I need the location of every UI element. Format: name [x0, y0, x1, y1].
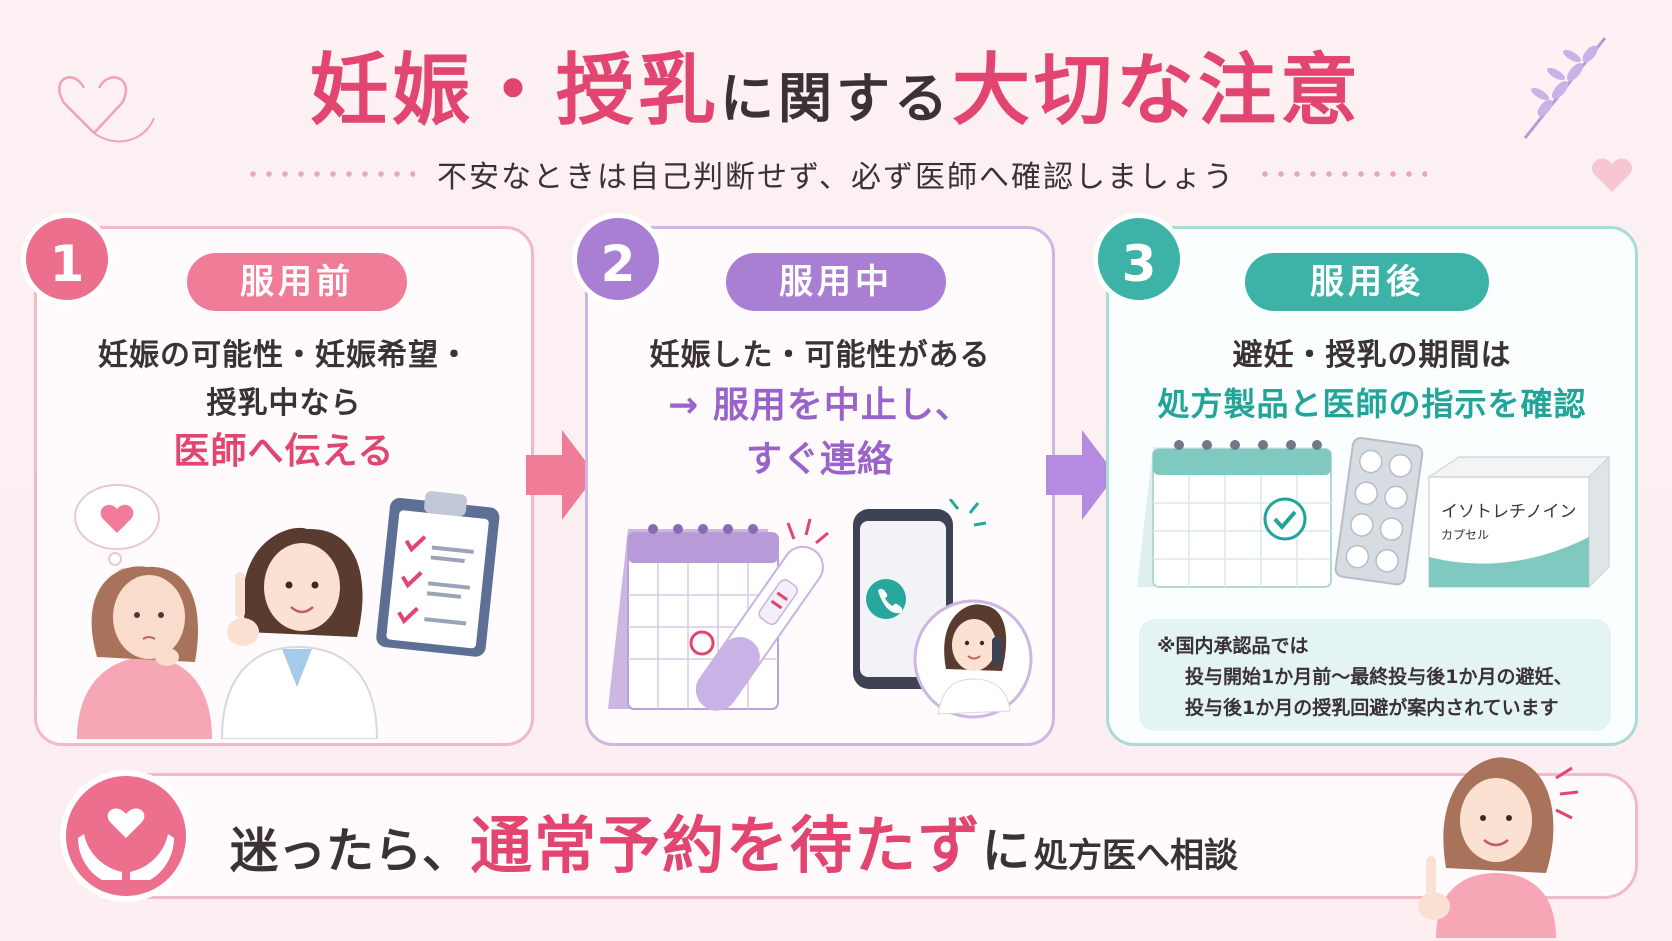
- consultation-illustration: [74, 484, 500, 739]
- pregnancy-illustration: [608, 499, 1033, 719]
- dots-divider: [245, 171, 416, 177]
- hands-heart-icon: [60, 770, 192, 902]
- banner-text-particle: に: [982, 823, 1031, 879]
- subtitle: 不安なときは自己判断せず、必ず医師へ確認しましょう: [437, 160, 1235, 195]
- arrow-right-icon: [526, 430, 596, 520]
- banner-text-tail: 処方医へ相談: [1034, 836, 1239, 876]
- step-text-line1: 避妊・授乳の期間は: [1232, 338, 1512, 373]
- note-line2: 投与開始1か月前〜最終投与後1か月の避妊、: [1185, 666, 1573, 688]
- medication-illustration: イソトレチノイン カプセル: [1137, 437, 1611, 589]
- step-highlight-line1: → 服用を中止し、: [668, 385, 972, 426]
- lavender-sprig-icon: [1523, 37, 1607, 139]
- banner-text-lead: 迷ったら、: [230, 823, 471, 879]
- step-number: 1: [21, 213, 113, 305]
- pill-blister-icon: [1334, 437, 1424, 586]
- step-number: 3: [1093, 213, 1185, 305]
- subtitle-row: 不安なときは自己判断せず、必ず医師へ確認しましょう: [0, 152, 1672, 196]
- heart-icon: [1591, 158, 1633, 192]
- step-card-during: 2 服用中 妊娠した・可能性がある → 服用を中止し、 すぐ連絡: [572, 213, 1055, 746]
- doctor-on-phone-figure: [913, 599, 1033, 719]
- pregnancy-test-icon: [695, 545, 824, 711]
- page-title: 妊娠・授乳に関する大切な注意: [309, 46, 1363, 136]
- woman-pointing-figure: [1418, 757, 1579, 938]
- patient-figure: [77, 566, 212, 739]
- step-label: 服用前: [187, 253, 407, 311]
- step-text-line1: 妊娠した・可能性がある: [649, 338, 991, 373]
- arrow-right-icon: [1046, 430, 1116, 520]
- product-form: カプセル: [1441, 528, 1489, 542]
- step-text-line1: 妊娠の可能性・妊娠希望・: [98, 338, 470, 373]
- note-line1: ※国内承認品では: [1157, 635, 1309, 657]
- clipboard-icon: [376, 491, 500, 657]
- calendar-icon: [1137, 440, 1332, 588]
- step-card-after: 3 服用後 避妊・授乳の期間は 処方製品と医師の指示を確認: [1093, 213, 1638, 746]
- banner-text-emphasis: 通常予約を待たず: [470, 809, 983, 882]
- banner-message: 迷ったら、 通常予約を待たず に 処方医へ相談: [230, 795, 1239, 882]
- approval-note: ※国内承認品では 投与開始1か月前〜最終投与後1か月の避妊、 投与後1か月の授乳…: [1139, 619, 1611, 731]
- note-line3: 投与後1か月の授乳回避が案内されています: [1185, 697, 1559, 719]
- phone-call-icon: [878, 588, 903, 614]
- heart-outline-icon: [58, 76, 155, 143]
- medicine-box-icon: イソトレチノイン カプセル: [1426, 455, 1611, 589]
- doctor-figure: [220, 527, 379, 739]
- checkmark-icon: [1263, 497, 1307, 541]
- consult-banner: [104, 773, 1638, 899]
- step-number: 2: [572, 213, 664, 305]
- heart-thought-bubble-icon: [74, 484, 160, 578]
- step-text-line2: 授乳中なら: [206, 386, 362, 421]
- step-label: 服用後: [1245, 253, 1489, 311]
- step-card-before: 1 服用前 妊娠の可能性・妊娠希望・ 授乳中なら 医師へ伝える: [21, 213, 534, 746]
- step-highlight-line2: すぐ連絡: [745, 439, 894, 480]
- dots-divider: [1256, 171, 1427, 177]
- product-name: イソトレチノイン: [1441, 502, 1577, 522]
- step-highlight: 医師へ伝える: [173, 431, 395, 472]
- step-highlight: 処方製品と医師の指示を確認: [1157, 385, 1587, 423]
- step-label: 服用中: [726, 253, 946, 311]
